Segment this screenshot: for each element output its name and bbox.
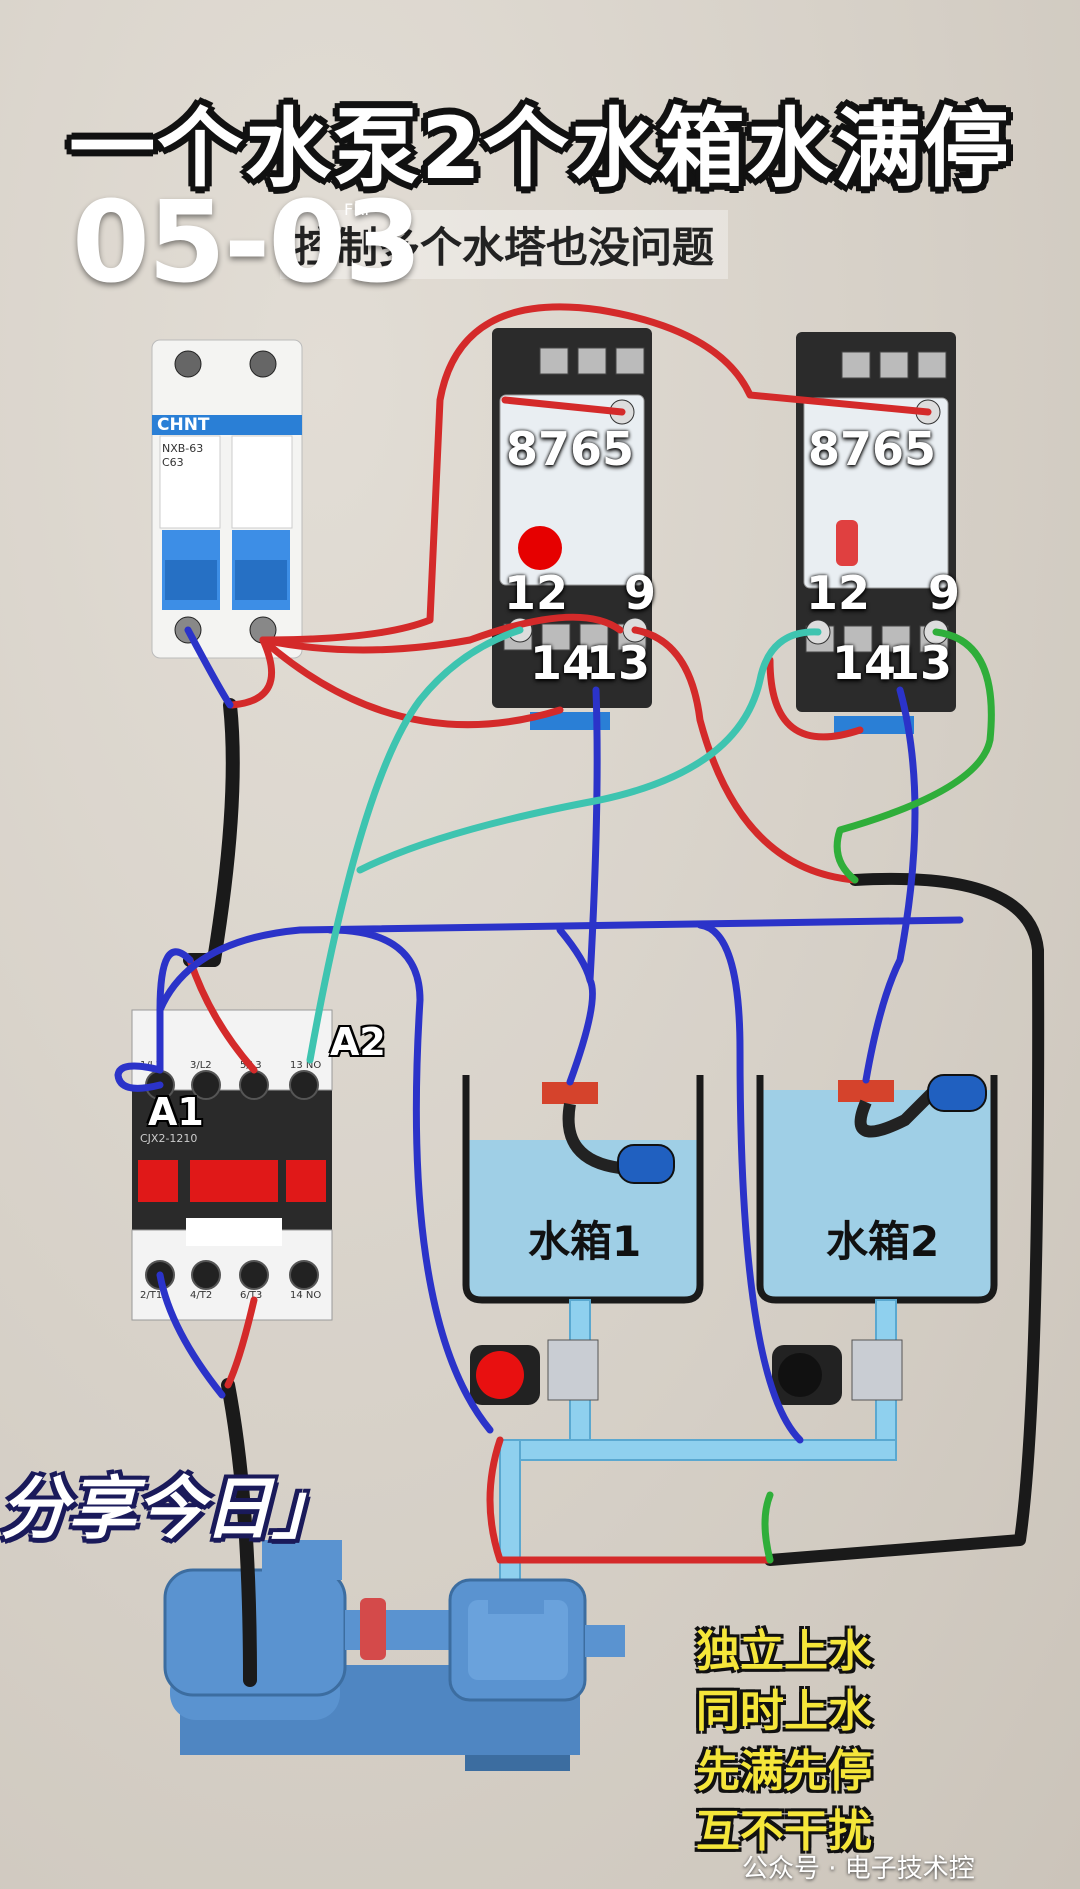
page-title: 一个水泵2个水箱水满停 (69, 99, 1011, 199)
contactor-model: CJX2-1210 (140, 1132, 197, 1145)
contactor-label-a1: A1 (148, 1090, 204, 1134)
relay2-top-numbers: 8765 (808, 422, 937, 476)
weekday-stamp: FRI (344, 200, 370, 219)
tank2-label: 水箱2 (826, 1217, 940, 1266)
breaker-brand: CHNT (157, 415, 210, 435)
contactor-terminal-top-4: 13 NO (290, 1060, 321, 1071)
contactor-terminal-bottom-3: 6/T3 (240, 1290, 262, 1301)
relay2-terminal-9: 9 (928, 566, 961, 620)
contactor-terminal-bottom-1: 2/T1 (140, 1290, 162, 1301)
contactor-terminal-bottom-4: 14 NO (290, 1290, 321, 1301)
relay2-terminal-13: 13 (888, 636, 953, 690)
relay1-terminal-13: 13 (586, 636, 651, 690)
relay1-terminal-9: 9 (624, 566, 657, 620)
wires (114, 303, 1045, 1687)
relay2-terminal-14: 14 (832, 636, 897, 690)
relay-1 (492, 328, 652, 730)
water-pump (163, 1540, 625, 1771)
date-stamp: 05-03 (72, 178, 422, 308)
tank1-label: 水箱1 (528, 1217, 642, 1266)
feature-2: 同时上水 (696, 1686, 872, 1737)
feature-1: 独立上水 (696, 1626, 872, 1677)
relay1-terminal-14: 14 (530, 636, 595, 690)
contactor-terminal-top-2: 3/L2 (190, 1060, 212, 1071)
contactor-terminal-bottom-2: 4/T2 (190, 1290, 212, 1301)
feature-4: 互不干扰 (696, 1806, 872, 1857)
relay2-terminal-12: 12 (806, 566, 871, 620)
relay1-terminal-12: 12 (504, 566, 569, 620)
circuit-breaker (151, 339, 303, 659)
valves (470, 1339, 903, 1405)
feature-3: 先满先停 (696, 1746, 872, 1797)
breaker-model: NXB-63 (162, 442, 203, 455)
watermark: 公众号 · 电子技术控 (742, 1854, 975, 1884)
share-caption: 分享今日」 (0, 1470, 341, 1549)
relay1-top-numbers: 8765 (506, 422, 635, 476)
contactor (131, 1009, 333, 1321)
breaker-rating: C63 (162, 456, 184, 469)
contactor-label-a2: A2 (330, 1020, 386, 1064)
subtitle: 控制多个水塔也没问题 (280, 210, 729, 279)
